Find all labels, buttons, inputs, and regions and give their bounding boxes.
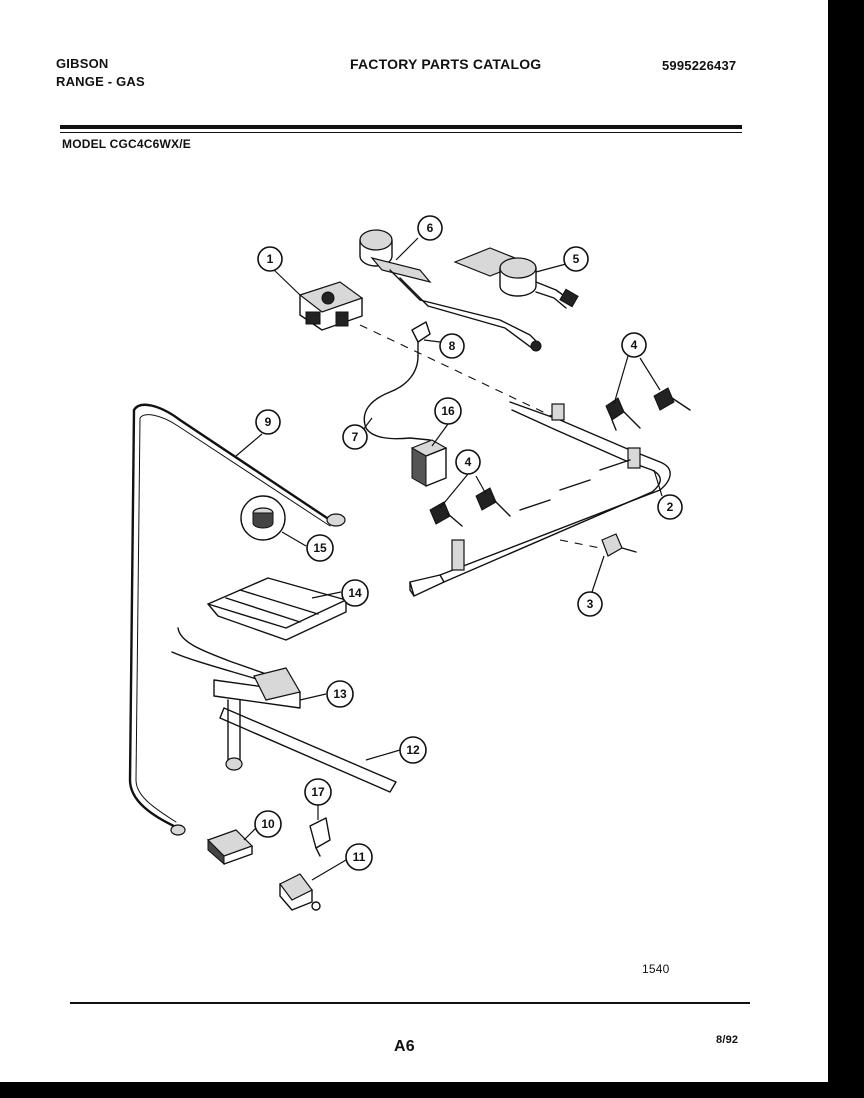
part-9-fitting xyxy=(326,513,346,527)
callout-6: 6 xyxy=(417,215,443,241)
callout-4-center-label: 4 xyxy=(465,455,472,469)
part-3-bracket xyxy=(559,533,637,557)
part-14-burner-shield xyxy=(207,577,347,641)
callout-12-label: 12 xyxy=(406,743,420,757)
part-12-burner-tube xyxy=(219,707,397,793)
footer-rule xyxy=(70,1002,750,1004)
callout-14: 14 xyxy=(341,579,369,607)
part-9-end-fitting xyxy=(170,824,186,836)
callout-4-upper: 4 xyxy=(621,332,647,358)
part-17-clip xyxy=(309,817,331,857)
product-type: RANGE - GAS xyxy=(56,74,145,89)
callout-9-label: 9 xyxy=(265,415,272,429)
callout-8: 8 xyxy=(439,333,465,359)
callout-16: 16 xyxy=(434,397,462,425)
callout-13-label: 13 xyxy=(333,687,347,701)
callout-10-label: 10 xyxy=(261,817,275,831)
part-4-valve-right xyxy=(605,387,691,431)
part-10-igniter-bracket xyxy=(206,829,254,866)
callout-1: 1 xyxy=(257,246,283,272)
callout-14-label: 14 xyxy=(348,586,362,600)
callout-1-label: 1 xyxy=(267,252,274,266)
callout-17: 17 xyxy=(304,778,332,806)
callout-11-label: 11 xyxy=(353,850,366,864)
callout-10: 10 xyxy=(254,810,282,838)
callout-3-label: 3 xyxy=(587,597,594,611)
callout-2: 2 xyxy=(657,494,683,520)
catalog-page: GIBSON RANGE - GAS FACTORY PARTS CATALOG… xyxy=(0,0,828,1082)
part-13-oven-burner xyxy=(171,627,301,771)
part-4-valve-center xyxy=(429,487,511,527)
callout-15: 15 xyxy=(306,534,334,562)
catalog-number: 5995226437 xyxy=(662,58,737,73)
callout-9: 9 xyxy=(255,409,281,435)
callout-8-label: 8 xyxy=(449,339,456,353)
brand-name: GIBSON xyxy=(56,56,109,71)
revision-date: 8/92 xyxy=(716,1034,739,1046)
callout-2-label: 2 xyxy=(667,500,674,514)
callout-16-label: 16 xyxy=(441,404,455,418)
callout-7: 7 xyxy=(342,424,368,450)
part-1-dashed-guide xyxy=(359,324,561,421)
callout-4-center: 4 xyxy=(455,449,481,475)
part-6-burner-assembly xyxy=(359,229,542,352)
callout-4-upper-label: 4 xyxy=(631,338,638,352)
callout-12: 12 xyxy=(399,736,427,764)
callout-6-label: 6 xyxy=(427,221,434,235)
callout-15-label: 15 xyxy=(313,541,327,555)
callout-13: 13 xyxy=(326,680,354,708)
callout-11: 11 xyxy=(345,843,373,871)
part-1-valve xyxy=(298,281,364,331)
page-id: A6 xyxy=(394,1038,415,1055)
callout-5-label: 5 xyxy=(573,252,580,266)
leader-lines xyxy=(235,237,663,881)
part-15-orifice-nut xyxy=(240,495,286,541)
part-8-clip xyxy=(411,321,431,357)
model-line: MODEL CGC4C6WX/E xyxy=(62,137,191,151)
part-9-tube-inner xyxy=(135,414,331,823)
callout-5: 5 xyxy=(563,246,589,272)
part-2-manifold xyxy=(409,401,671,597)
part-11-mount xyxy=(279,873,321,911)
part-9-tube xyxy=(128,403,332,830)
callout-7-label: 7 xyxy=(352,430,359,444)
exploded-parts-diagram: 1 2 3 4 4 5 6 7 8 9 10 11 12 13 14 15 16… xyxy=(128,215,691,911)
callout-3: 3 xyxy=(577,591,603,617)
catalog-title: FACTORY PARTS CATALOG xyxy=(350,56,542,72)
callout-17-label: 17 xyxy=(311,785,325,799)
part-7-wire xyxy=(363,355,431,441)
part-16-switch xyxy=(410,439,448,487)
part-5-burner-assembly xyxy=(453,247,579,309)
header-rule-thick xyxy=(60,125,742,129)
header-rule-thin xyxy=(60,132,742,133)
drawing-code: 1540 xyxy=(642,962,670,976)
